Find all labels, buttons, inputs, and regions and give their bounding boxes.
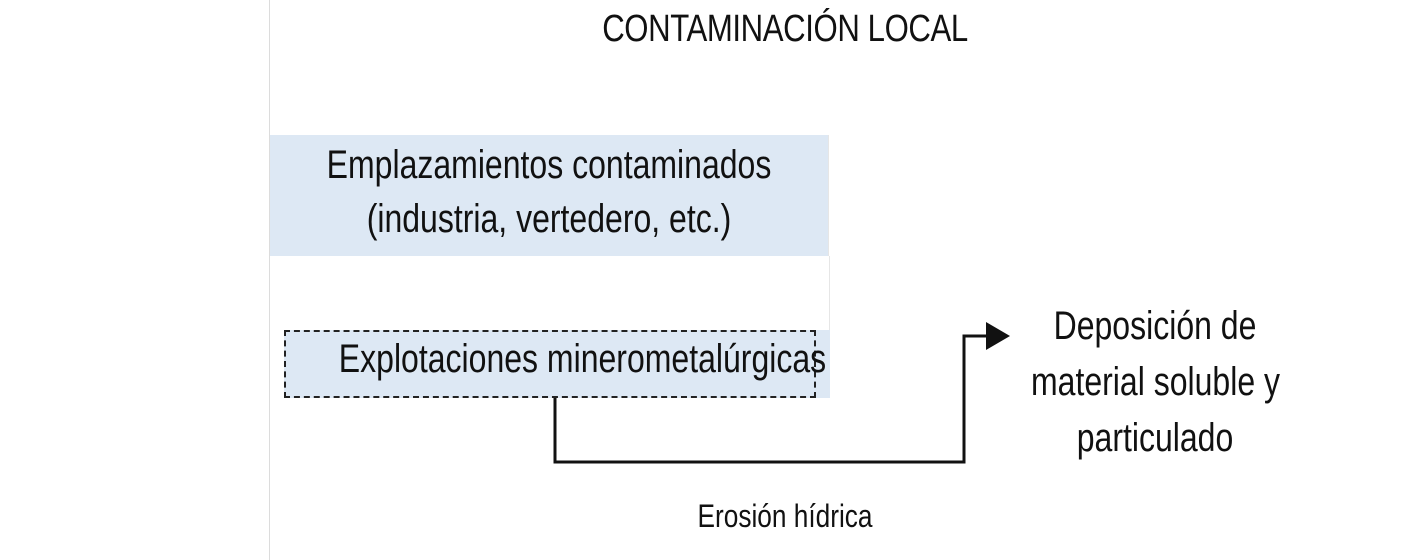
box-edge [829,256,830,330]
contaminated-sites-box: Emplazamientos contaminados (industria, … [270,135,829,256]
contaminated-sites-label: Emplazamientos contaminados [326,143,772,187]
deposition-label-line2: material soluble y [1031,360,1280,404]
deposition-label-line1: Deposición de [1053,304,1257,348]
mining-operations-label: Explotaciones minerometalúrgicas [338,337,827,381]
diagram-title: CONTAMINACIÓN LOCAL [602,8,968,50]
flow-label: Erosión hídrica [697,498,873,534]
left-divider [269,0,270,560]
deposition-node: Deposición de material soluble y particu… [1000,298,1310,466]
deposition-label-line3: particulado [1076,416,1234,460]
mining-operations-box: Explotaciones minerometalúrgicas [284,330,827,398]
contaminated-sites-sublabel: (industria, vertedero, etc.) [366,197,732,241]
